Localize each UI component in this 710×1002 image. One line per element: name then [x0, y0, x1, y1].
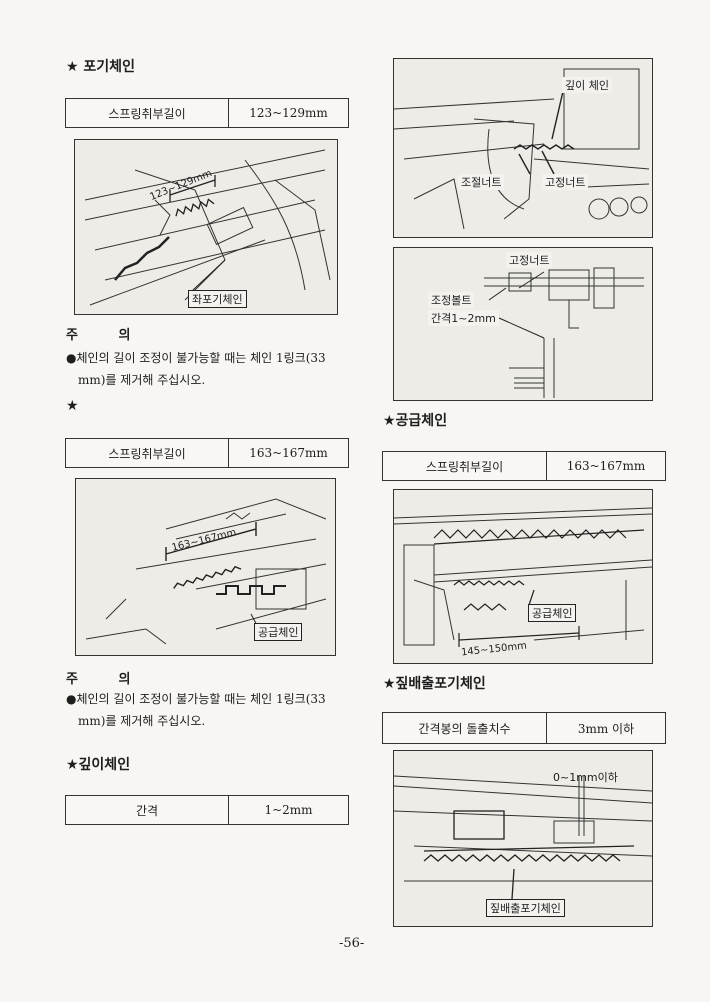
- figure-dimension-label: 0~1mm이하: [553, 771, 618, 784]
- figure-callout-label: 짚배출포기체인: [486, 899, 565, 917]
- figure-depth-chain-detail: 고정너트 조정볼트 간격1~2mm: [393, 247, 653, 401]
- spec-value: 163~167mm: [249, 446, 328, 460]
- section-title-feed-chain: ★공급체인: [383, 413, 448, 429]
- spec-table-feed-chain-left: 스프링취부길이 163~167mm: [65, 438, 349, 468]
- figure-label-lock-nut: 고정너트: [542, 174, 589, 190]
- caution-line: mm)를 제거해 주십시오.: [78, 714, 206, 728]
- figure-depth-chain: 깊이 체인 조절너트 고정너트: [393, 58, 653, 238]
- section-title-star: ★: [66, 398, 79, 414]
- figure-label-depth-chain: 깊이 체인: [562, 77, 612, 93]
- figure-callout-label: 좌포기체인: [188, 290, 247, 308]
- spec-label: 간격봉의 돌출치수: [383, 713, 547, 743]
- section-title-straw-discharge-chain: ★짚배출포기체인: [383, 676, 486, 692]
- figure-label-adjust-nut: 조절너트: [458, 174, 505, 190]
- caution-text: ●체인의 길이 조정이 불가능할 때는 체인 1링크(33 mm)를 제거해 주…: [66, 688, 356, 732]
- feed-chain-drawing-left: [85, 498, 327, 645]
- figure-label-adjust-bolt: 조정볼트: [428, 292, 475, 308]
- figure-callout-label: 공급체인: [254, 623, 303, 641]
- spec-table-depth-chain: 간격 1~2mm: [65, 795, 349, 825]
- feed-chain-drawing: [394, 507, 652, 647]
- figure-label-lock-nut: 고정너트: [506, 252, 553, 268]
- spec-value: 123~129mm: [249, 106, 328, 120]
- caution-line: mm)를 제거해 주십시오.: [78, 373, 206, 387]
- caution-text: ●체인의 길이 조정이 불가능할 때는 체인 1링크(33 mm)를 제거해 주…: [66, 347, 356, 391]
- spec-value: 163~167mm: [566, 459, 646, 473]
- figure-left-feed-chain: 163~167mm 공급체인: [75, 478, 336, 656]
- spec-table-feed-chain: 스프링취부길이 163~167mm: [382, 451, 666, 481]
- spec-label: 스프링취부길이: [66, 99, 229, 127]
- depth-chain-detail-drawing: [484, 267, 644, 398]
- spec-value: 1~2mm: [264, 803, 313, 817]
- spec-value: 3mm 이하: [577, 721, 635, 736]
- figure-feed-chain: 공급체인 145~150mm: [393, 489, 653, 664]
- straw-discharge-drawing: [394, 775, 652, 900]
- spec-table-straw-discharge: 간격봉의 돌출치수 3mm 이하: [382, 712, 666, 744]
- caution-line: ●체인의 길이 조정이 불가능할 때는 체인 1링크(33: [66, 692, 326, 706]
- caution-heading: 주 의: [66, 328, 149, 343]
- section-title-depth-chain: ★깊이체인: [66, 757, 131, 773]
- caution-heading: 주 의: [66, 672, 149, 687]
- depth-chain-drawing: [394, 68, 650, 230]
- spec-label: 간격: [66, 796, 229, 824]
- section-title-tine-chain: ★ 포기체인: [66, 59, 135, 75]
- page-number: -56-: [339, 936, 365, 951]
- figure-label-gap: 간격1~2mm: [428, 310, 499, 326]
- figure-callout-label: 공급체인: [528, 604, 577, 622]
- figure-left-tine-chain: 123~129mm 좌포기체인: [74, 139, 338, 315]
- spec-label: 스프링취부길이: [66, 439, 229, 467]
- tine-chain-drawing: [84, 149, 331, 306]
- spec-label: 스프링취부길이: [383, 452, 547, 480]
- figure-straw-discharge-chain: 0~1mm이하 짚배출포기체인: [393, 750, 653, 927]
- caution-line: ●체인의 길이 조정이 불가능할 때는 체인 1링크(33: [66, 351, 326, 365]
- spec-table-tine-chain: 스프링취부길이 123~129mm: [65, 98, 349, 128]
